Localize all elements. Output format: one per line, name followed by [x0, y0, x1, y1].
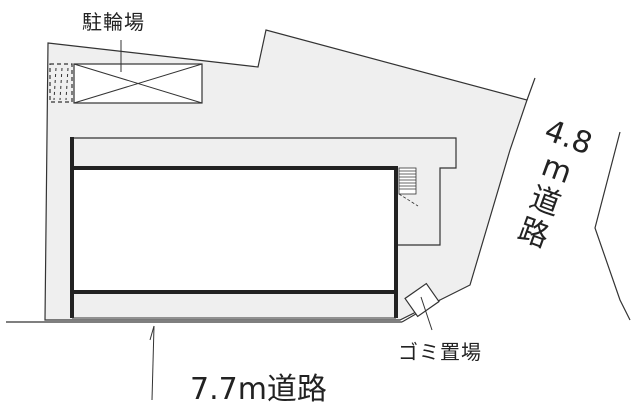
front-road-label: 7.7m道路	[190, 372, 327, 407]
bicycle-parking	[49, 40, 203, 104]
road-bottom-leader-tip	[149, 325, 155, 341]
bicycle-parking-label: 駐輪場	[82, 10, 145, 34]
lot-notch-line	[526, 77, 536, 101]
road-right-far-edge	[594, 131, 631, 321]
trash-area	[404, 282, 440, 331]
trash-label-leader	[420, 296, 433, 331]
side-road-label: 4.8 m 道 路	[513, 113, 596, 268]
annex-outline	[72, 137, 457, 246]
road-bottom-leader	[151, 325, 155, 400]
stairs	[398, 167, 419, 207]
trash-area-label: ゴミ置場	[398, 340, 482, 364]
main-building	[70, 137, 398, 319]
